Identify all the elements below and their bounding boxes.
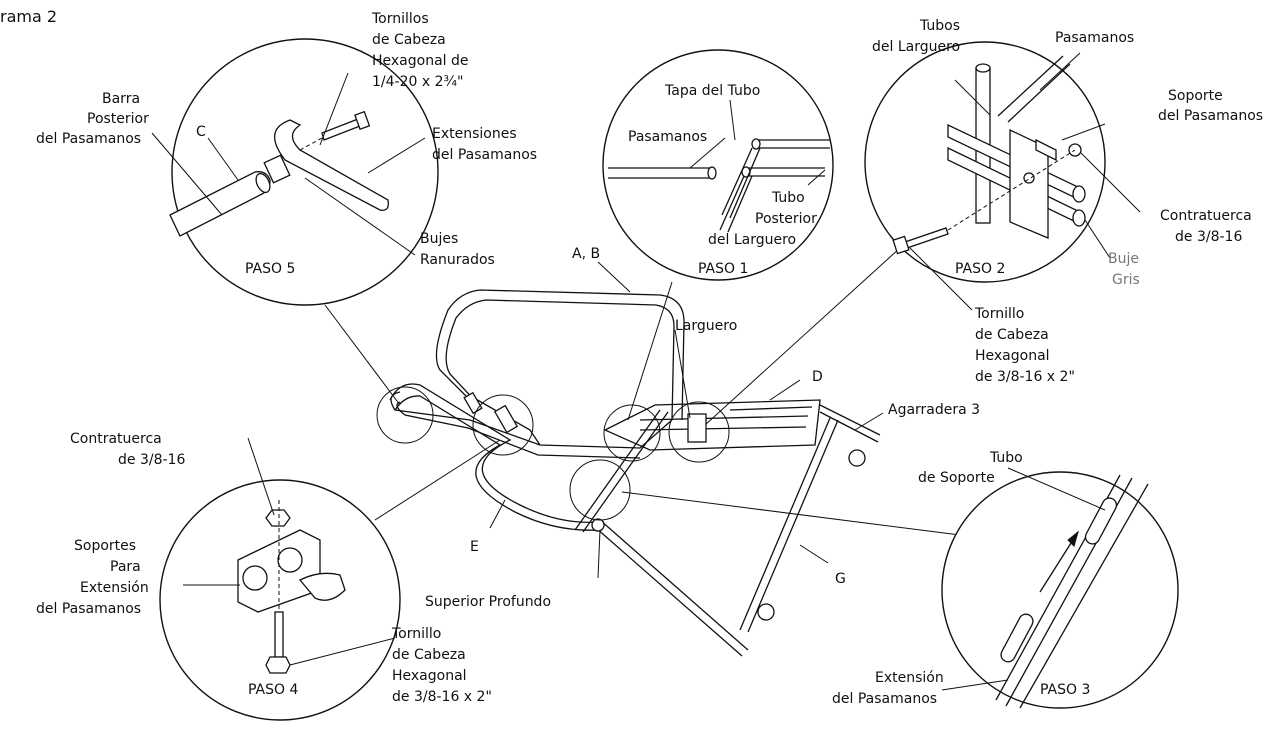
label-tubo-soporte-2: de Soporte [918, 470, 995, 486]
label-soportes-4: del Pasamanos [36, 601, 141, 617]
paso5-detail [169, 38, 439, 306]
label-pasamanos-p1: Pasamanos [628, 129, 707, 145]
label-soporte-pasamanos: Soporte [1168, 88, 1223, 104]
label-buje-gris-2: Gris [1112, 272, 1140, 288]
label-extensiones-2: del Pasamanos [432, 147, 537, 163]
label-bujes: Bujes [420, 231, 458, 247]
label-ab: A, B [572, 246, 600, 262]
label-extension-p3: Extensión [875, 670, 944, 686]
label-larguero: Larguero [675, 318, 737, 334]
label-tornillos: Tornillos [371, 11, 429, 27]
step-paso3: PASO 3 [1040, 682, 1090, 698]
label-bujes-2: Ranurados [420, 252, 495, 268]
label-contratuerca-p4-2: de 3/8-16 [118, 452, 185, 468]
label-tubo-post: Tubo [771, 190, 805, 206]
leader-lines [151, 52, 1141, 691]
label-barra: Barra [102, 91, 140, 107]
label-extensiones: Extensiones [432, 126, 517, 142]
paso4-detail [159, 479, 401, 721]
label-tubo-post-3: del Larguero [708, 232, 796, 248]
label-tornillo-p2-3: Hexagonal [975, 348, 1050, 364]
label-tornillo-p2-4: de 3/8-16 x 2" [975, 369, 1075, 385]
label-e: E [470, 539, 479, 555]
main-frame [389, 289, 881, 657]
label-tornillos-3: Hexagonal de [372, 53, 469, 69]
label-tornillo-p2-2: de Cabeza [975, 327, 1049, 343]
label-tornillo-p4-3: Hexagonal [392, 668, 467, 684]
label-barra-2: Posterior [87, 111, 149, 127]
label-tornillo-p4-4: de 3/8-16 x 2" [392, 689, 492, 705]
step-paso5: PASO 5 [245, 261, 295, 277]
label-buje-gris: Buje [1108, 251, 1139, 267]
label-soportes: Soportes [74, 538, 136, 554]
label-tubo-post-2: Posterior [755, 211, 817, 227]
label-soportes-3: Extensión [80, 580, 149, 596]
label-contratuerca-p2-2: de 3/8-16 [1175, 229, 1242, 245]
label-soporte-pasamanos-2: del Pasamanos [1158, 108, 1263, 124]
label-tornillos-4: 1/4-20 x 2¾" [372, 74, 464, 90]
step-paso4: PASO 4 [248, 682, 298, 698]
paso3-detail [941, 471, 1179, 709]
step-paso2: PASO 2 [955, 261, 1005, 277]
step-paso1: PASO 1 [698, 261, 748, 277]
frame-detail-circles [376, 386, 730, 521]
label-contratuerca-p2: Contratuerca [1160, 208, 1252, 224]
label-superior: Superior Profundo [425, 594, 551, 610]
diagram-title: rama 2 [0, 7, 57, 26]
label-contratuerca-p4: Contratuerca [70, 431, 162, 447]
label-tubos-larguero: Tubos [919, 18, 960, 34]
label-tornillo-p2: Tornillo [974, 306, 1024, 322]
label-g: G [835, 571, 846, 587]
label-tapa: Tapa del Tubo [664, 83, 760, 99]
text-labels: Tornillos de Cabeza Hexagonal de 1/4-20 … [36, 11, 1263, 707]
label-barra-3: del Pasamanos [36, 131, 141, 147]
label-agarradera: Agarradera 3 [888, 402, 980, 418]
label-tubo-soporte: Tubo [989, 450, 1023, 466]
label-tubos-larguero-2: del Larguero [872, 39, 960, 55]
label-pasamanos-p2: Pasamanos [1055, 30, 1134, 46]
paso2-detail [864, 41, 1106, 283]
label-tornillo-p4-2: de Cabeza [392, 647, 466, 663]
paso1-detail [602, 49, 834, 281]
label-soportes-2: Para [110, 559, 141, 575]
label-extension-p3-2: del Pasamanos [832, 691, 937, 707]
label-tornillos-2: de Cabeza [372, 32, 446, 48]
label-c: C [196, 124, 206, 140]
label-tornillo-p4: Tornillo [391, 626, 441, 642]
connector-lines [324, 247, 961, 536]
label-d: D [812, 369, 823, 385]
